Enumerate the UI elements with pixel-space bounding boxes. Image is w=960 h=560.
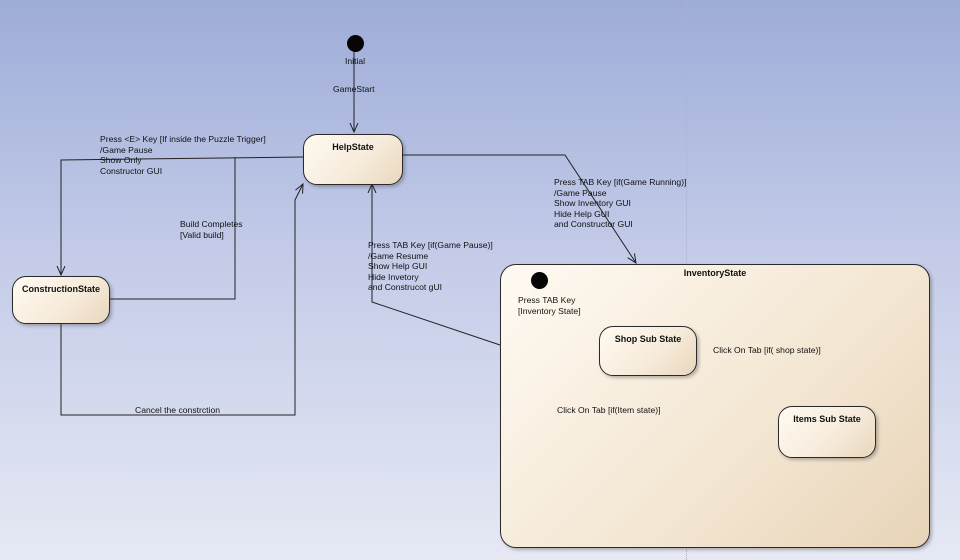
label-tab-shop: Click On Tab [if( shop state)] (713, 345, 821, 355)
initial-label: Initial (345, 56, 366, 66)
shop-sub-state-title: Shop Sub State (614, 334, 682, 344)
label-cancel: Cancel the constrction (135, 405, 221, 415)
items-sub-state[interactable]: Items Sub State (778, 406, 876, 458)
items-sub-state-title: Items Sub State (793, 414, 861, 424)
transition-press-e (61, 156, 304, 275)
label-tab-inventory: Press TAB Key [Inventory State] (518, 295, 581, 316)
transition-cancel (60, 184, 303, 416)
inventory-initial-node[interactable] (531, 272, 548, 289)
construction-state[interactable]: ConstructionState (12, 276, 110, 324)
shop-sub-state[interactable]: Shop Sub State (599, 326, 697, 376)
help-state[interactable]: HelpState (303, 134, 403, 185)
transition-tab-pause (372, 184, 501, 346)
label-game-start: GameStart (333, 84, 375, 94)
initial-node[interactable] (347, 35, 364, 52)
transition-tab-running (403, 154, 636, 263)
label-press-e: Press <E> Key [If inside the Puzzle Trig… (100, 134, 266, 176)
label-tab-item: Click On Tab [if(Item state)] (557, 405, 661, 415)
construction-state-title: ConstructionState (21, 284, 100, 294)
label-tab-pause: Press TAB Key [if(Game Pause)] /Game Res… (368, 240, 493, 292)
transition-build-completes (110, 157, 236, 300)
label-tab-running: Press TAB Key [if(Game Running)] /Game P… (554, 177, 687, 229)
label-build-completes: Build Completes [Valid build] (180, 219, 243, 240)
inventory-state-title: InventoryState (683, 268, 747, 278)
help-state-title: HelpState (332, 142, 374, 152)
